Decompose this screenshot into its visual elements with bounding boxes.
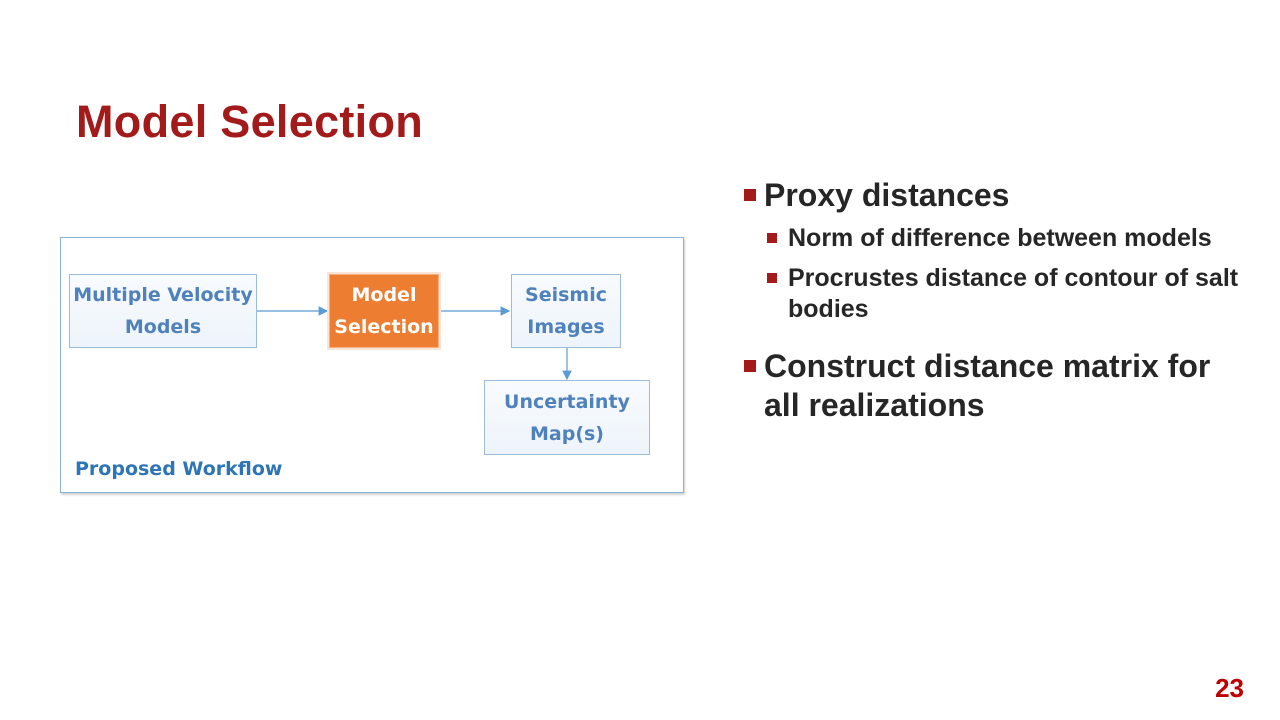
bullet-proxy-distances: Proxy distances	[742, 176, 1242, 215]
node-uncertainty-maps: Uncertainty Map(s)	[484, 380, 650, 455]
subbullet-norm-difference: Norm of difference between models	[742, 223, 1242, 254]
workflow-diagram: Multiple Velocity Models Model Selection…	[60, 237, 684, 493]
page-number: 23	[1215, 673, 1244, 703]
workflow-label: Proposed Workflow	[75, 458, 283, 480]
bullet-square-icon	[744, 189, 756, 201]
workflow-arrows	[257, 306, 572, 381]
node-multiple-velocity-models: Multiple Velocity Models	[69, 274, 257, 348]
subbullet-procrustes-distance: Procrustes distance of contour of salt b…	[742, 263, 1242, 325]
bullet-square-icon	[744, 360, 756, 372]
bullet-construct-matrix: Construct distance matrix for all realiz…	[742, 347, 1242, 425]
bullet-square-icon	[767, 273, 777, 283]
node-model-selection: Model Selection	[329, 274, 439, 348]
bullet-square-icon	[767, 233, 777, 243]
slide-title: Model Selection	[76, 96, 424, 147]
bullet-list: Proxy distances Norm of difference betwe…	[742, 176, 1242, 425]
node-seismic-images: Seismic Images	[511, 274, 621, 348]
